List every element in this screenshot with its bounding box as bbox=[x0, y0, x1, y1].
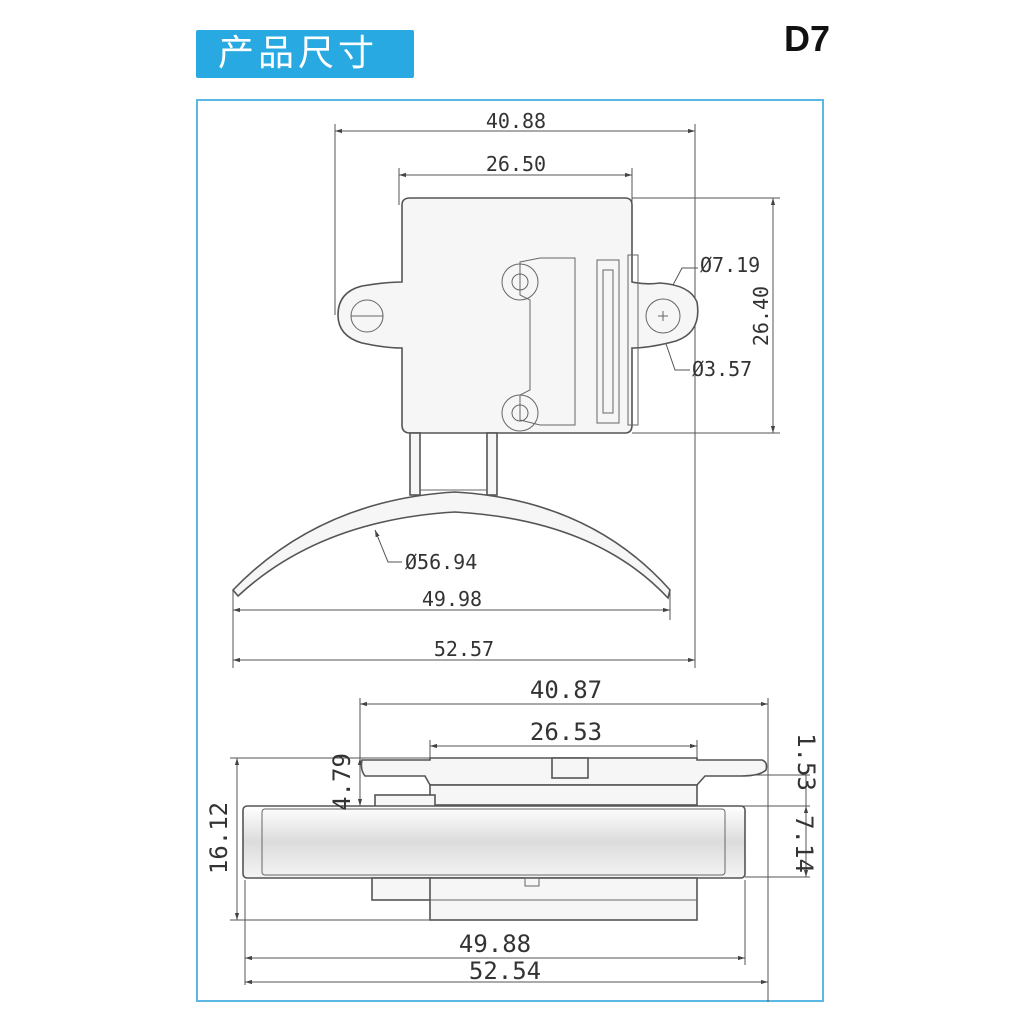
dim-top-arc-chord: 49.98 bbox=[422, 587, 482, 611]
side-base-disc bbox=[242, 805, 746, 879]
dim-side-base-height: 7.14 bbox=[790, 815, 818, 873]
right-ear-hole bbox=[645, 298, 681, 334]
dim-side-total-height: 16.12 bbox=[205, 802, 233, 874]
dim-top-height: 26.40 bbox=[749, 286, 773, 346]
dim-side-flange-thickness: 1.53 bbox=[792, 733, 820, 791]
side-upper-body bbox=[429, 784, 698, 806]
lock-body-top bbox=[337, 197, 699, 434]
dim-top-hole-large: Ø7.19 bbox=[700, 253, 760, 277]
dim-side-flange-height: 4.79 bbox=[328, 753, 356, 811]
dim-side-overall-width: 40.87 bbox=[530, 676, 602, 704]
side-view: 40.87 26.53 4.79 1.53 16.12 7.14 49.88 5… bbox=[205, 676, 820, 1002]
dim-top-arc-diameter: Ø56.94 bbox=[405, 550, 477, 574]
top-view: 40.88 26.50 Ø7.19 26.40 Ø3.57 Ø56.94 49.… bbox=[231, 109, 780, 668]
model-code: D7 bbox=[784, 18, 831, 59]
leg-left bbox=[409, 432, 421, 496]
side-lower-body bbox=[429, 877, 698, 921]
dim-top-hole-small: Ø3.57 bbox=[692, 357, 752, 381]
dim-side-total-width: 52.54 bbox=[469, 957, 541, 985]
arc-spring bbox=[231, 491, 671, 600]
drawing-frame bbox=[196, 99, 824, 1002]
dim-top-body-width: 26.50 bbox=[486, 152, 546, 176]
dim-top-total-width: 52.57 bbox=[434, 637, 494, 661]
dim-top-overall-width: 40.88 bbox=[486, 109, 546, 133]
dim-side-base-chord: 49.88 bbox=[459, 930, 531, 958]
dim-side-body-width: 26.53 bbox=[530, 718, 602, 746]
section-title-tab: 产品尺寸 bbox=[196, 30, 414, 78]
section-title: 产品尺寸 bbox=[218, 33, 379, 74]
leg-right bbox=[486, 432, 498, 496]
side-slot bbox=[551, 757, 589, 779]
